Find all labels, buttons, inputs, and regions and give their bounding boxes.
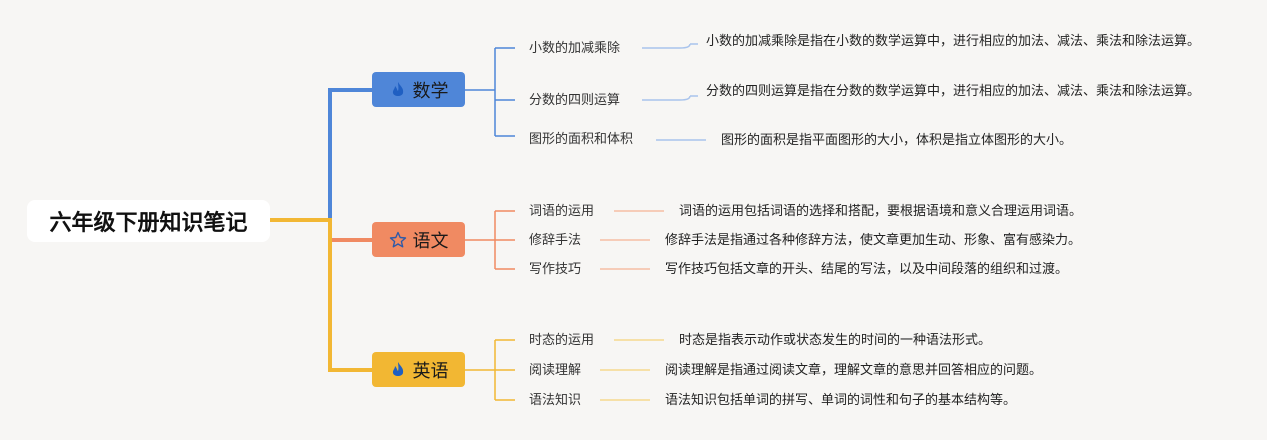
- topic-chinese-2[interactable]: 修辞手法: [529, 233, 582, 248]
- link-root-chinese: [270, 218, 372, 242]
- link-chinese-topics: [465, 210, 515, 270]
- desc-english-1: 时态是指表示动作或状态发生的时间的一种语法形式。: [679, 333, 992, 348]
- topic-english-3[interactable]: 语法知识: [529, 393, 582, 408]
- topic-english-2[interactable]: 阅读理解: [529, 363, 582, 378]
- link-math-leaf-1: [642, 43, 698, 49]
- star-icon: [389, 231, 407, 249]
- topic-math-3[interactable]: 图形的面积和体积: [529, 132, 634, 147]
- topic-math-1[interactable]: 小数的加减乘除: [529, 41, 621, 56]
- root-title: 六年级下册知识笔记: [49, 211, 248, 236]
- topic-english-1[interactable]: 时态的运用: [529, 333, 595, 348]
- link-root-math: [270, 88, 372, 222]
- topic-math-2[interactable]: 分数的四则运算: [529, 93, 621, 108]
- branch-node-chinese[interactable]: 语文: [372, 222, 465, 257]
- branch-label-math: 数学: [412, 80, 449, 102]
- desc-math-3: 图形的面积是指平面图形的大小，体积是指立体图形的大小。: [721, 133, 1073, 148]
- desc-chinese-1: 词语的运用包括词语的选择和搭配，要根据语境和意义合理运用词语。: [679, 204, 1083, 219]
- branch-node-english[interactable]: 英语: [372, 352, 465, 387]
- desc-chinese-3: 写作技巧包括文章的开头、结尾的写法，以及中间段落的组织和过渡。: [665, 262, 1069, 277]
- root-node[interactable]: 六年级下册知识笔记: [27, 200, 270, 242]
- link-english-topics: [465, 339, 515, 401]
- desc-english-3: 语法知识包括单词的拼写、单词的词性和句子的基本结构等。: [665, 393, 1017, 408]
- link-math-leaf-2: [642, 95, 698, 101]
- flame-icon: [389, 361, 407, 379]
- branch-node-math[interactable]: 数学: [372, 72, 465, 107]
- desc-math-2: 分数的四则运算是指在分数的数学运算中，进行相应的加法、减法、乘法和除法运算。: [706, 84, 1201, 99]
- desc-english-2: 阅读理解是指通过阅读文章，理解文章的意思并回答相应的问题。: [665, 363, 1043, 378]
- branch-label-chinese: 语文: [412, 230, 449, 252]
- desc-chinese-2: 修辞手法是指通过各种修辞方法，使文章更加生动、形象、富有感染力。: [665, 233, 1082, 248]
- topic-chinese-3[interactable]: 写作技巧: [529, 262, 582, 277]
- flame-icon: [389, 81, 407, 99]
- desc-math-1: 小数的加减乘除是指在小数的数学运算中，进行相应的加法、减法、乘法和除法运算。: [706, 34, 1201, 49]
- topic-chinese-1[interactable]: 词语的运用: [529, 204, 595, 219]
- link-math-topics: [465, 47, 515, 137]
- branch-label-english: 英语: [412, 360, 449, 382]
- link-root-english: [270, 218, 372, 372]
